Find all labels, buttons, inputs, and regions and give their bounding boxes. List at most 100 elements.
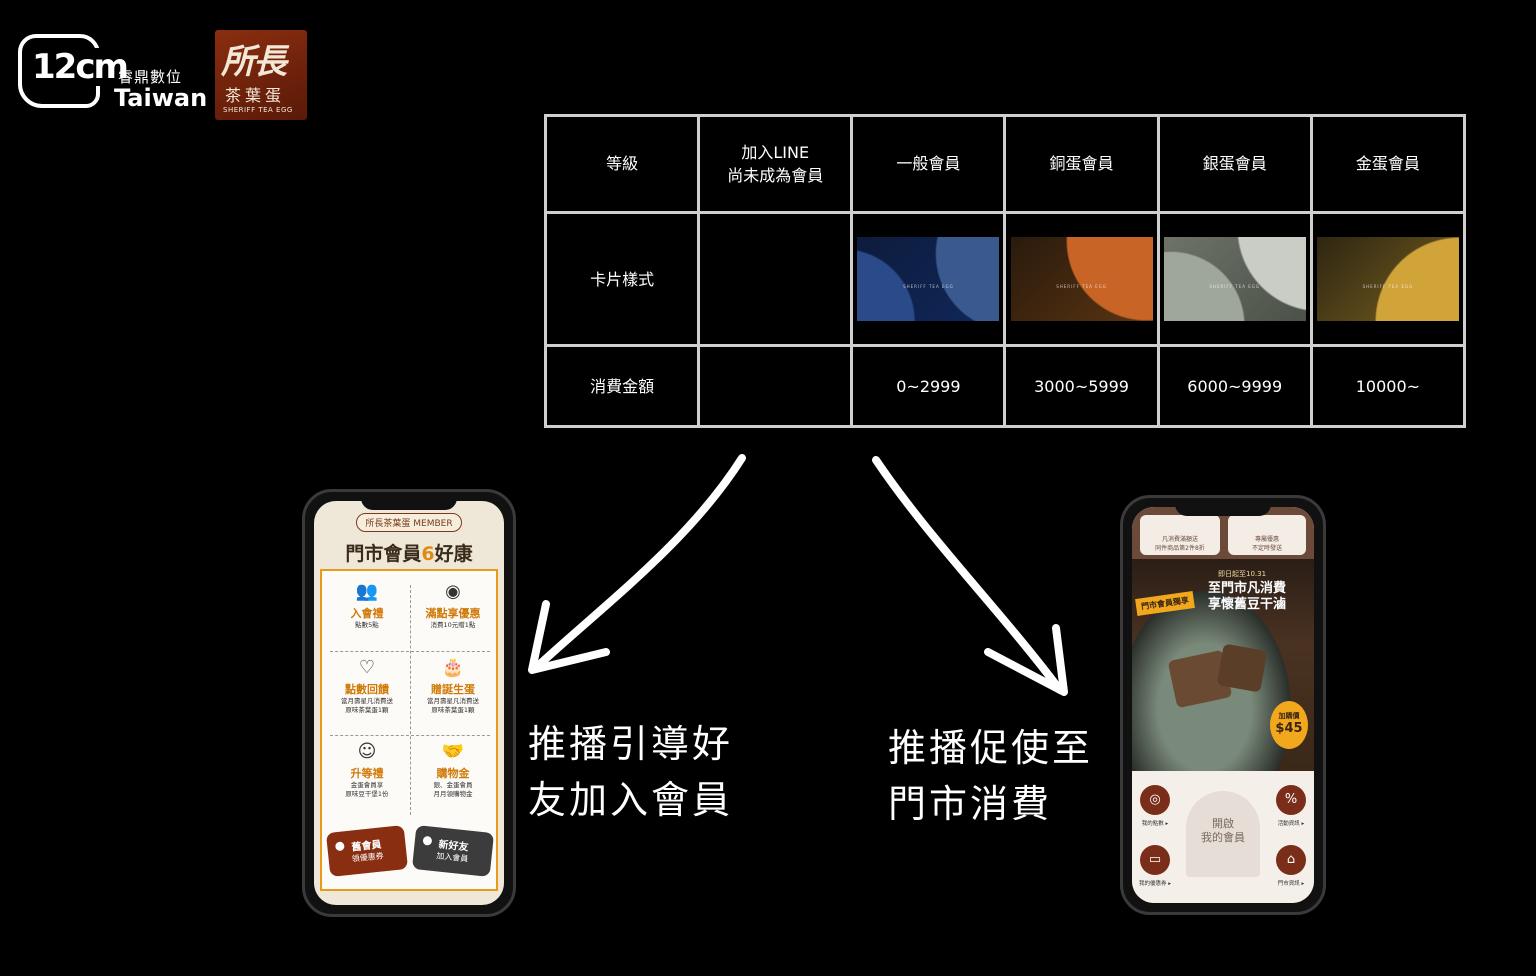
sheriff-tea-egg-logo: 所長 茶葉蛋 SHERIFF TEA EGG — [215, 30, 307, 120]
old-member-coupon-button[interactable]: 舊會員 領優惠券 — [325, 825, 409, 877]
benefit-title: 購物金 — [436, 767, 470, 780]
grid-divider-vertical — [410, 585, 411, 815]
bronze-member-card: SHERIFF TEA EGG — [1010, 237, 1153, 322]
spend-cell-general: 0~2999 — [850, 344, 1007, 428]
rich-menu-bottom: ◎ 我的點數 ▸ % 活動資訊 ▸ ▭ 我的優惠券 ▸ ⌂ 門市資訊 ▸ 開啟 … — [1132, 771, 1314, 903]
price-label: 加購價 — [1278, 712, 1300, 720]
card-cell-gold: SHERIFF TEA EGG — [1309, 210, 1467, 348]
activity-label[interactable]: 活動資訊 ▸ — [1277, 821, 1305, 827]
arrow-right-head — [984, 624, 1068, 696]
benefit-title: 贈誕生蛋 — [431, 683, 475, 696]
benefit-upgrade-gift[interactable]: ☺ 升等禮 金蛋會員享 原味豆干堡1份 — [324, 741, 410, 813]
spend-cell-gold: 10000~ — [1309, 344, 1467, 428]
benefit-points-reward[interactable]: ♡ 點數回饋 當月壽星凡消費送 原味茶葉蛋1顆 — [324, 657, 410, 729]
card-brand: SHERIFF TEA EGG — [1056, 284, 1107, 290]
header-cell-gold: 金蛋會員 — [1309, 114, 1467, 214]
logo-english: Taiwan — [114, 84, 208, 112]
benefit-desc: 當月壽星凡消費送 原味茶葉蛋1顆 — [341, 697, 393, 714]
price-value: $45 — [1275, 721, 1303, 736]
arrow-left — [536, 454, 746, 668]
card-brand: SHERIFF TEA EGG — [1362, 284, 1414, 290]
benefit-title: 入會禮 — [350, 607, 384, 620]
card-brand: SHERIFF TEA EGG — [903, 284, 954, 290]
card-cell-empty — [697, 210, 854, 348]
benefit-title: 升等禮 — [350, 767, 384, 780]
table-card-row: 卡片樣式 SHERIFF TEA EGG SHERIFF TEA EGG SHE… — [543, 210, 1467, 348]
person-hand-icon: ☺ — [357, 741, 377, 762]
header-cell-bronze: 銅蛋會員 — [1003, 114, 1160, 214]
top-offer-button[interactable]: 凡消費滿額送 同件商品第2件8折 — [1140, 515, 1220, 555]
phone-notch — [1175, 498, 1271, 516]
benefit-birthday-egg[interactable]: 🎂 贈誕生蛋 當月壽星凡消費送 原味茶葉蛋1顆 — [410, 657, 496, 729]
benefits-grid: 👥 入會禮 點數5點 ◉ 滿點享優惠 消費10元贈1點 ♡ 點數回饋 當月壽星凡… — [320, 569, 498, 891]
coupon-icon[interactable]: ▭ — [1140, 845, 1170, 875]
benefit-desc: 金蛋會員享 原味豆干堡1份 — [345, 781, 389, 798]
handshake-icon: 🤝 — [441, 741, 465, 762]
points-label[interactable]: 我的點數 ▸ — [1141, 821, 1169, 827]
new-friend-join-button[interactable]: 新好友 加入會員 — [411, 825, 495, 877]
heart-hand-icon: ♡ — [358, 657, 376, 678]
header-cell-level: 等級 — [543, 114, 701, 214]
phone-screen-member-benefits: 所長茶葉蛋 MEMBER 門市會員6好康 👥 入會禮 點數5點 ◉ 滿點享優惠 … — [314, 501, 504, 905]
header-cell-silver: 銀蛋會員 — [1156, 114, 1313, 214]
stores-label[interactable]: 門市資訊 ▸ — [1277, 881, 1305, 887]
benefit-title: 點數回饋 — [345, 683, 389, 696]
benefit-desc: 當月壽星凡消費送 原味茶葉蛋1顆 — [427, 697, 479, 714]
open-member-button[interactable]: 開啟 我的會員 — [1186, 791, 1260, 877]
spend-cell-bronze: 3000~5999 — [1003, 344, 1160, 428]
spend-row-label: 消費金額 — [543, 344, 701, 428]
percent-icon[interactable]: % — [1276, 785, 1306, 815]
membership-tier-table: 等級 加入LINE 尚未成為會員 一般會員 銅蛋會員 銀蛋會員 金蛋會員 卡片樣… — [543, 114, 1467, 428]
card-cell-general: SHERIFF TEA EGG — [850, 210, 1007, 348]
grid-divider-horizontal — [330, 651, 490, 652]
phone-screen-store-promo: 凡消費滿額送 同件商品第2件8折 專屬優惠 不定時發送 即日起至10.31 門市… — [1132, 507, 1314, 903]
benefit-desc: 銀、金蛋會員 月月領購物金 — [433, 781, 473, 798]
benefit-points-offer[interactable]: ◉ 滿點享優惠 消費10元贈1點 — [410, 581, 496, 653]
table-spend-row: 消費金額 0~2999 3000~5999 6000~9999 10000~ — [543, 344, 1467, 428]
table-header-row: 等級 加入LINE 尚未成為會員 一般會員 銅蛋會員 銀蛋會員 金蛋會員 — [543, 114, 1467, 214]
benefit-desc: 點數5點 — [355, 621, 379, 629]
exclusive-offer-button[interactable]: 專屬優惠 不定時發送 — [1228, 515, 1306, 555]
promo-ribbon: 門市會員獨享 — [1135, 591, 1195, 616]
open-member-label: 開啟 我的會員 — [1201, 817, 1245, 844]
title-number: 6 — [421, 543, 435, 565]
card-row-label: 卡片樣式 — [543, 210, 701, 348]
card-cell-silver: SHERIFF TEA EGG — [1156, 210, 1313, 348]
sheriff-logo-english: SHERIFF TEA EGG — [223, 106, 293, 114]
sheriff-logo-chinese: 茶葉蛋 — [225, 86, 286, 105]
promo-banner[interactable]: 即日起至10.31 門市會員獨享 至門市凡消費 享懷舊豆干滷 加購價 $45 — [1132, 559, 1314, 771]
store-icon[interactable]: ⌂ — [1276, 845, 1306, 875]
caption-invite-friends: 推播引導好 友加入會員 — [528, 722, 734, 822]
general-member-card: SHERIFF TEA EGG — [857, 237, 1000, 322]
member-header-pill: 所長茶葉蛋 MEMBER — [356, 513, 462, 532]
benefit-join-gift[interactable]: 👥 入會禮 點數5點 — [324, 581, 410, 653]
member-header: 所長茶葉蛋 MEMBER — [314, 511, 504, 533]
grid-divider-horizontal — [330, 735, 490, 736]
card-cell-bronze: SHERIFF TEA EGG — [1003, 210, 1160, 348]
arrow-right — [872, 456, 1064, 694]
logo-chinese: 睿鼎數位 — [118, 68, 183, 86]
price-badge: 加購價 $45 — [1270, 701, 1308, 749]
coupons-label[interactable]: 我的優惠券 ▸ — [1138, 881, 1171, 887]
benefits-title: 門市會員6好康 — [314, 539, 504, 566]
cake-icon: 🎂 — [441, 657, 465, 678]
title-pre: 門市會員 — [345, 543, 422, 565]
stamp-icon: ◉ — [445, 581, 461, 602]
logo-mark: 12cm — [30, 47, 129, 87]
card-brand: SHERIFF TEA EGG — [1209, 284, 1261, 290]
people-icon: 👥 — [355, 581, 379, 602]
benefit-title: 滿點享優惠 — [425, 607, 481, 620]
benefit-shopping-credit[interactable]: 🤝 購物金 銀、金蛋會員 月月領購物金 — [410, 741, 496, 813]
phone-mockup-left: 所長茶葉蛋 MEMBER 門市會員6好康 👥 入會禮 點數5點 ◉ 滿點享優惠 … — [302, 489, 516, 917]
tofu-image — [1216, 643, 1268, 693]
title-post: 好康 — [434, 543, 473, 565]
spend-cell-line — [697, 344, 854, 428]
sheriff-logo-large: 所長 — [221, 42, 287, 82]
header-cell-general: 一般會員 — [850, 114, 1007, 214]
spend-cell-silver: 6000~9999 — [1156, 344, 1313, 428]
promo-headline: 至門市凡消費 享懷舊豆干滷 — [1208, 581, 1287, 612]
points-icon[interactable]: ◎ — [1140, 785, 1170, 815]
arrow-left-head — [528, 600, 610, 674]
phone-mockup-right: 凡消費滿額送 同件商品第2件8折 專屬優惠 不定時發送 即日起至10.31 門市… — [1120, 495, 1326, 915]
gold-member-card: SHERIFF TEA EGG — [1316, 237, 1459, 322]
